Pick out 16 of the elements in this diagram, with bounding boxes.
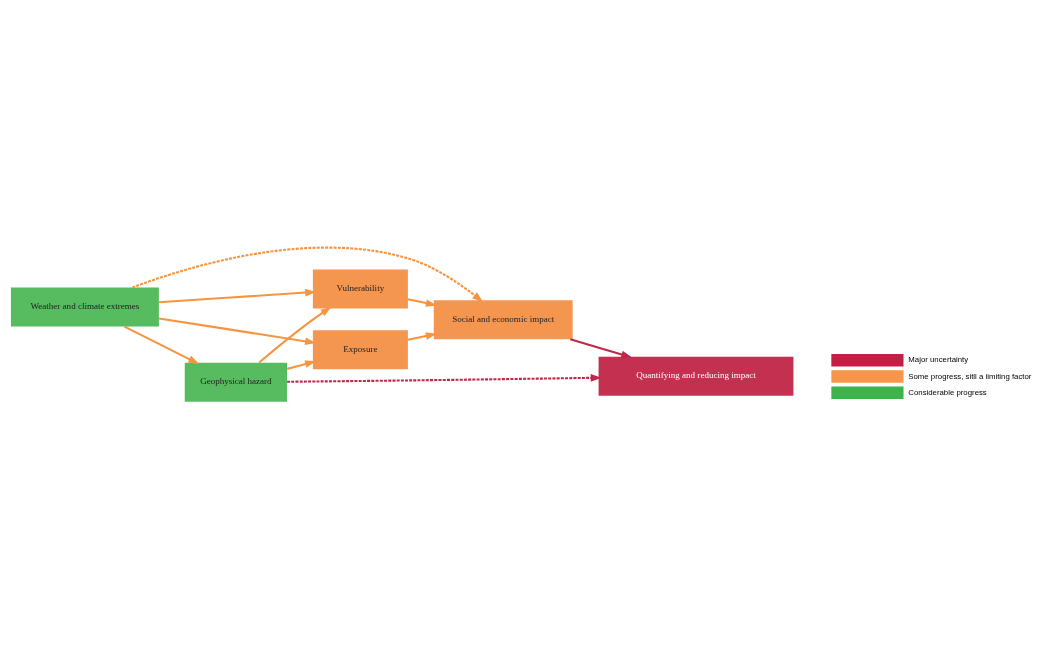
arrow bbox=[158, 288, 317, 304]
arrow bbox=[287, 374, 602, 383]
node-box: Geophysical hazard bbox=[184, 362, 287, 402]
arrow bbox=[258, 306, 332, 364]
arrow bbox=[158, 317, 316, 346]
arrow bbox=[286, 360, 316, 370]
arrow bbox=[124, 325, 200, 365]
arrow bbox=[407, 298, 437, 307]
arrow bbox=[131, 246, 484, 303]
node-box: Exposure bbox=[312, 330, 408, 370]
arrow bbox=[407, 332, 437, 341]
node-box: Vulnerability bbox=[312, 269, 408, 309]
node-box: Quantifying and reducing impact bbox=[598, 356, 794, 396]
node-box: Weather and climate extremes bbox=[10, 287, 159, 327]
arrow bbox=[570, 338, 633, 359]
node-box: Social and economic impact bbox=[433, 300, 573, 340]
